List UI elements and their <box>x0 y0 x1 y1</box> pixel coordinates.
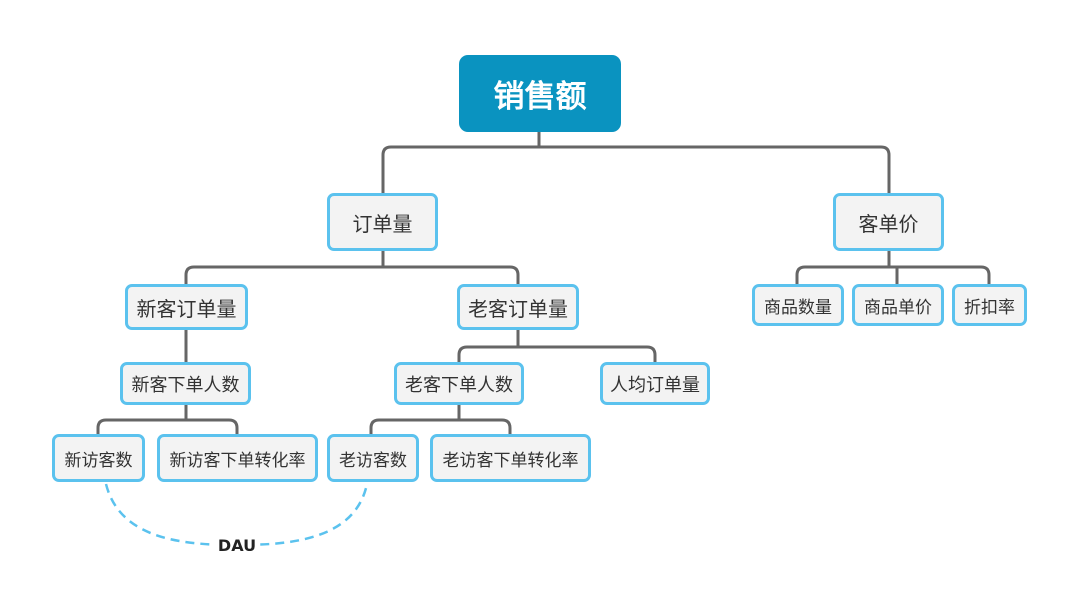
node-discount-rate[interactable]: 折扣率 <box>952 284 1027 326</box>
node-new-visitors[interactable]: 新访客数 <box>52 434 145 482</box>
node-new-customer-buyers[interactable]: 新客下单人数 <box>120 362 251 405</box>
node-old-customer-buyers-label: 老客下单人数 <box>405 374 513 396</box>
connector-old-orders <box>457 327 657 364</box>
node-sales-amount-label: 销售额 <box>493 79 587 115</box>
dau-label: DAU <box>214 534 260 556</box>
node-new-customer-buyers-label: 新客下单人数 <box>131 374 240 396</box>
node-old-visitor-conversion[interactable]: 老访客下单转化率 <box>430 434 591 482</box>
node-old-customer-orders-label: 老客订单量 <box>468 296 568 321</box>
node-new-visitor-conversion[interactable]: 新访客下单转化率 <box>157 434 318 482</box>
node-new-visitor-conversion-label: 新访客下单转化率 <box>169 450 306 471</box>
node-order-volume[interactable]: 订单量 <box>327 193 438 251</box>
node-new-visitors-label: 新访客数 <box>64 450 133 471</box>
node-unit-price-label: 客单价 <box>858 211 919 236</box>
node-old-visitors[interactable]: 老访客数 <box>327 434 419 482</box>
connector-root <box>381 130 891 195</box>
node-product-unit-price-label: 商品单价 <box>864 297 932 318</box>
node-orders-per-person[interactable]: 人均订单量 <box>600 362 710 405</box>
node-discount-rate-label: 折扣率 <box>964 297 1015 318</box>
node-orders-per-person-label: 人均订单量 <box>610 374 700 396</box>
node-new-customer-orders[interactable]: 新客订单量 <box>125 284 248 330</box>
node-old-visitors-label: 老访客数 <box>339 450 407 471</box>
node-unit-price[interactable]: 客单价 <box>833 193 944 251</box>
node-old-customer-buyers[interactable]: 老客下单人数 <box>394 362 524 405</box>
connector-unit-price <box>795 249 991 286</box>
node-product-quantity-label: 商品数量 <box>764 297 832 318</box>
connector-order-volume <box>184 249 520 289</box>
node-new-customer-orders-label: 新客订单量 <box>136 296 237 321</box>
node-old-visitor-conversion-label: 老访客下单转化率 <box>442 450 579 471</box>
node-old-customer-orders[interactable]: 老客订单量 <box>457 284 579 330</box>
connector-new-buyers <box>96 402 239 436</box>
node-product-quantity[interactable]: 商品数量 <box>752 284 844 326</box>
node-order-volume-label: 订单量 <box>352 211 413 236</box>
node-product-unit-price[interactable]: 商品单价 <box>852 284 944 326</box>
node-sales-amount[interactable]: 销售额 <box>459 55 621 132</box>
connector-old-buyers <box>369 402 512 436</box>
